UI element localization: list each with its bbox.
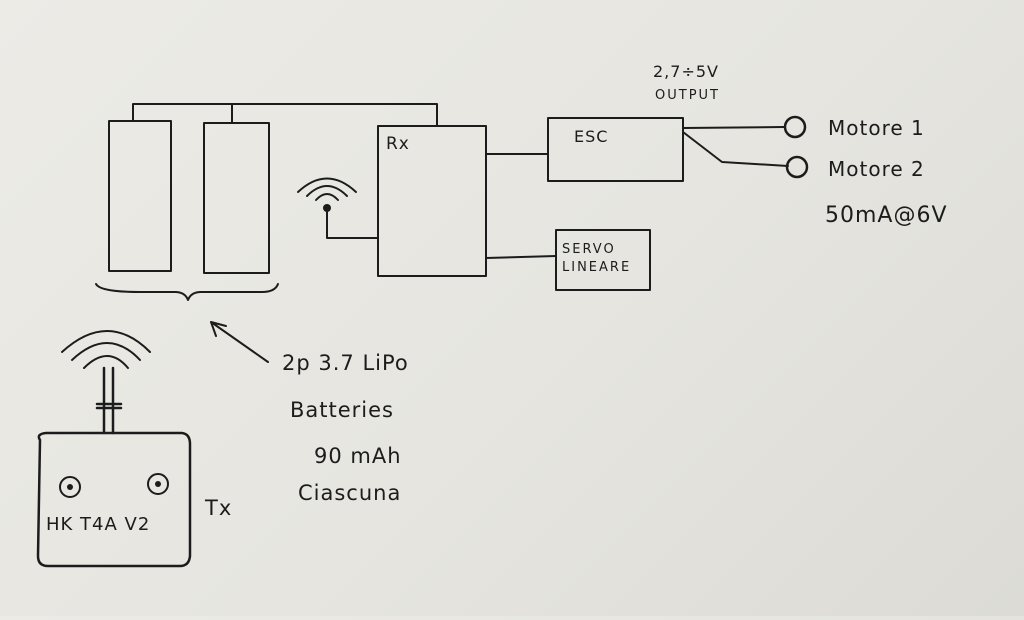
battery-cell-1 bbox=[108, 120, 172, 272]
battery-note-line3: 90 mAh bbox=[314, 444, 402, 468]
battery-cell-2 bbox=[203, 122, 270, 274]
battery-brace bbox=[95, 283, 279, 301]
antenna-wave-1 bbox=[315, 193, 339, 201]
esc-output-label: OUTPUT bbox=[655, 88, 720, 103]
motor1-label: Motore 1 bbox=[828, 116, 925, 140]
tx-body bbox=[36, 431, 192, 568]
tx-left-stick-icon bbox=[59, 476, 81, 498]
tx-right-stick-center bbox=[155, 481, 161, 487]
motor-spec: 50mA@6V bbox=[825, 203, 948, 228]
antenna-wave-3 bbox=[297, 177, 357, 193]
servo-box bbox=[555, 229, 651, 291]
tx-left-stick-center bbox=[67, 484, 73, 490]
battery-note-line1: 2p 3.7 LiPo bbox=[282, 351, 409, 375]
esc-box bbox=[547, 117, 684, 182]
receiver-block: Rx bbox=[377, 125, 487, 277]
tx-antenna-icon bbox=[95, 366, 123, 435]
transmitter: HK T4A V2 Tx bbox=[36, 330, 232, 568]
tx-wave-1 bbox=[83, 355, 129, 369]
motor2-label: Motore 2 bbox=[828, 157, 925, 181]
motor2-wire bbox=[682, 131, 789, 167]
battery-pack bbox=[95, 103, 438, 301]
servo-label-1: SERVO bbox=[562, 242, 616, 257]
tx-label: Tx bbox=[204, 496, 232, 520]
battery-note: 2p 3.7 LiPo Batteries 90 mAh Ciascuna bbox=[282, 351, 409, 505]
receiver-label: Rx bbox=[386, 134, 410, 154]
rx-servo-wire bbox=[485, 255, 557, 259]
battery-arrow-icon bbox=[210, 321, 269, 363]
tx-wave-2 bbox=[71, 342, 141, 361]
receiver-box bbox=[377, 125, 487, 277]
antenna-dot-icon bbox=[323, 204, 331, 212]
antenna-wave-2 bbox=[306, 185, 348, 197]
tx-right-stick-icon bbox=[147, 473, 169, 495]
servo-label-2: LINEARE bbox=[562, 260, 631, 275]
tx-wave-3 bbox=[61, 330, 151, 353]
battery-note-line2: Batteries bbox=[290, 398, 394, 422]
motor2-icon bbox=[785, 155, 809, 179]
motors: Motore 1 Motore 2 50mA@6V bbox=[682, 115, 948, 228]
esc-output-voltage: 2,7÷5V bbox=[653, 62, 719, 81]
antenna-wire bbox=[326, 211, 379, 239]
motor1-icon bbox=[783, 115, 807, 139]
esc-label: ESC bbox=[574, 127, 608, 146]
receiver-antenna bbox=[297, 177, 379, 239]
esc-block: 2,7÷5V OUTPUT ESC bbox=[485, 62, 720, 182]
tx-model: HK T4A V2 bbox=[46, 514, 150, 535]
motor1-wire bbox=[682, 126, 785, 129]
battery-note-line4: Ciascuna bbox=[298, 481, 401, 505]
servo-block: SERVO LINEARE bbox=[485, 229, 651, 291]
battery-wire-top bbox=[132, 103, 438, 126]
